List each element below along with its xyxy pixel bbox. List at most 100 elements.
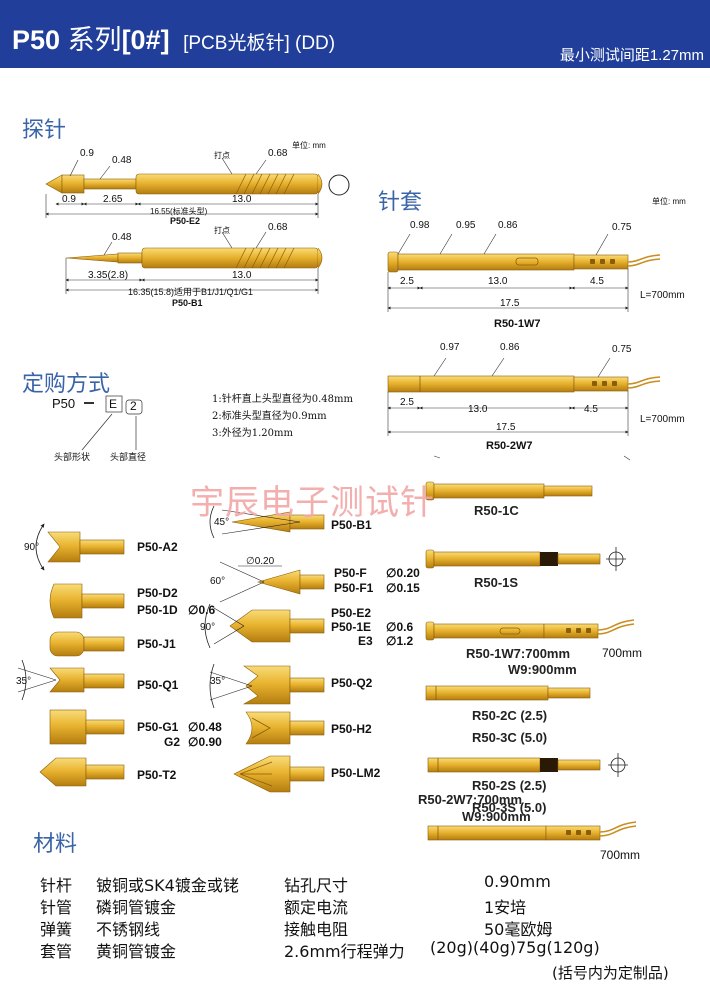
- mat-v2-3: (20g)(40g)75g(120g): [430, 938, 600, 957]
- tip-1d: P50-1D: [137, 603, 178, 617]
- tip-1e: P50-1E: [331, 620, 372, 634]
- dim-2w7-1: 0.86: [500, 342, 520, 353]
- tip-e2: P50-E2: [331, 606, 372, 620]
- dim-e2-3: 0.9: [62, 194, 76, 205]
- order-note-2: 2:标准头型直径为0.9mm: [212, 411, 327, 422]
- section-material: 材料: [33, 832, 78, 857]
- dim-b1-0: 0.48: [112, 232, 132, 243]
- wire-2w7-right: 700mm: [600, 848, 641, 862]
- sleeves-right-drawings: [425, 481, 637, 841]
- tip-e3: E3: [358, 634, 373, 648]
- dim-2w7-4: 13.0: [468, 404, 488, 415]
- sleeve-1w7: R50-1W7:700mm: [466, 646, 571, 661]
- dim-e2-4: 2.65: [103, 194, 123, 205]
- sleeve-1w7-drawing: [387, 233, 661, 312]
- dia-g2: ∅0.90: [188, 735, 222, 749]
- name-b1: P50-B1: [172, 298, 203, 308]
- dia-g1: ∅0.48: [188, 720, 222, 734]
- mat-k1-2: 弹簧: [40, 920, 73, 939]
- angle-q1: 35°: [16, 676, 32, 687]
- mat-v2-0: 0.90mm: [484, 872, 551, 891]
- angle-e2: 90°: [200, 622, 216, 633]
- dim-1w7-1: 0.95: [456, 220, 476, 231]
- mat-v2-2: 50毫欧姆: [484, 920, 553, 939]
- sleeve-2w9: W9:900mm: [462, 809, 531, 824]
- mat-v1-2: 不锈钢线: [96, 920, 161, 939]
- mat-k1-0: 针杆: [40, 876, 73, 895]
- order-box-head: E: [109, 397, 118, 411]
- dim-2w7-2: 0.75: [612, 344, 632, 355]
- dia-1e: ∅0.6: [386, 620, 414, 634]
- mat-v1-0: 铍铜或SK4镀金或铑: [96, 876, 239, 895]
- dim-2w7-0: 0.97: [440, 342, 460, 353]
- tip-f1: P50-F1: [334, 581, 374, 595]
- dim-b1-3: 13.0: [232, 270, 252, 281]
- order-code-diagram: [81, 395, 143, 451]
- dia-1d: ∅0.6: [188, 603, 216, 617]
- page-header: P50 系列[0#] [PCB光板针] (DD) 最小测试间距1.27mm: [0, 0, 710, 68]
- mat-k2-0: 钻孔尺寸: [284, 876, 349, 895]
- dim-e2-5: 13.0: [232, 194, 252, 205]
- section-order: 定购方式: [22, 372, 111, 397]
- dim-1w7-7: 17.5: [500, 298, 520, 309]
- name-1w7: R50-1W7: [494, 318, 541, 330]
- tip-j1: P50-J1: [137, 637, 176, 651]
- dim-e2-1: 0.48: [112, 155, 132, 166]
- tips-mid-drawings: [204, 505, 325, 793]
- order-note-1: 1:针杆直上头型直径为0.48mm: [212, 394, 353, 405]
- mat-v1-3: 黄铜管镀金: [96, 942, 177, 961]
- sleeve-1w9: W9:900mm: [508, 662, 577, 677]
- tips-left-drawings: [17, 523, 125, 787]
- tip-g2: G2: [164, 735, 181, 749]
- tip-q1: P50-Q1: [137, 678, 179, 692]
- tip-d2: P50-D2: [137, 586, 178, 600]
- probe-unit: 单位: mm: [292, 141, 326, 150]
- mat-k1-1: 针管: [40, 898, 73, 917]
- mat-k1-3: 套管: [40, 942, 73, 961]
- sleeve-1c: R50-1C: [474, 503, 519, 518]
- sleeve-unit: 单位: mm: [652, 197, 686, 206]
- header-title: P50 系列[0#] [PCB光板针] (DD): [12, 18, 335, 57]
- tipdia-f: ∅0.20: [246, 556, 275, 567]
- mat-v1-1: 磷铜管镀金: [96, 898, 177, 917]
- dim-e2-2: 0.68: [268, 148, 288, 159]
- name-e2: P50-E2: [170, 216, 201, 226]
- name-2w7: R50-2W7: [486, 440, 533, 452]
- sleeve-2w7: R50-2W7:700mm: [418, 792, 523, 807]
- dim-1w7-0: 0.98: [410, 220, 430, 231]
- series-code: [0#]: [121, 25, 170, 55]
- tip-a2: P50-A2: [137, 540, 178, 554]
- mat-footnote: (括号内为定制品): [552, 964, 669, 982]
- dim-b1-2: 3.35(2.8): [88, 270, 129, 281]
- wire-1w7: L=700mm: [640, 290, 685, 301]
- angle-a2: 90°: [24, 542, 40, 553]
- mat-k2-1: 额定电流: [284, 898, 349, 917]
- dim-1w7-4: 2.5: [400, 276, 414, 287]
- section-probe: 探针: [22, 118, 67, 143]
- order-box-dia: 2: [130, 399, 137, 413]
- mark-b1: 打点: [214, 226, 230, 235]
- angle-f: 60°: [210, 576, 226, 587]
- wire-1w7-right: 700mm: [602, 646, 643, 660]
- probe-e2-barrel: [135, 173, 319, 195]
- dia-e3: ∅1.2: [386, 634, 414, 648]
- dia-f: ∅0.20: [386, 566, 420, 580]
- tip-g1: P50-G1: [137, 720, 179, 734]
- order-prefix: P50: [52, 396, 76, 411]
- angle-b1: 45°: [214, 517, 230, 528]
- mat-k2-2: 接触电阻: [284, 920, 349, 939]
- probe-e2-plunger: [83, 178, 137, 190]
- section-sleeve: 针套: [378, 190, 423, 215]
- sleeve-3s: R50-3S (5.0): [472, 800, 547, 815]
- sleeve-3c: R50-3C (5.0): [472, 730, 548, 745]
- probe-e2-head: [61, 174, 85, 194]
- mark-e2: 打点: [214, 151, 230, 160]
- dim-1w7-6: 4.5: [590, 276, 604, 287]
- series-word: 系列: [67, 25, 122, 56]
- probe-b1-drawing: [65, 231, 323, 294]
- mat-k2-3: 2.6mm行程弹力: [284, 942, 405, 961]
- probe-e2-tip: [45, 174, 63, 194]
- sleeve-2w7-drawing: [387, 357, 661, 461]
- wire-2w7: L=700mm: [640, 414, 685, 425]
